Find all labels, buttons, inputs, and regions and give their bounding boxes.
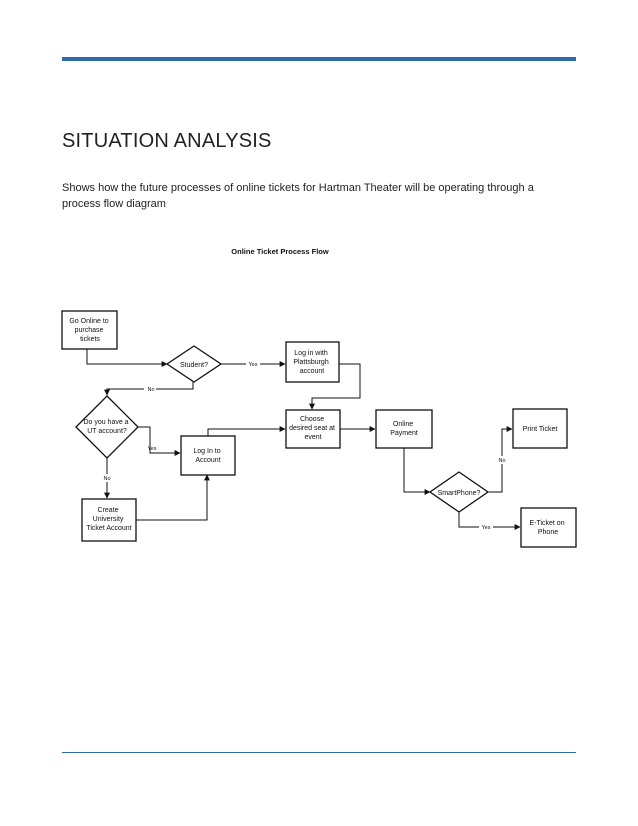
- node-text-line: Go Online to: [69, 318, 108, 325]
- node-text-line: Online: [393, 421, 413, 428]
- node-text-line: Phone: [538, 529, 558, 536]
- node-text-line: SmartPhone?: [438, 490, 481, 497]
- svg-text:Log In to Account: Log In to Account: [193, 448, 222, 464]
- svg-text:Do you have a UT account: Do you have a UT account?: [83, 419, 130, 435]
- node-create-account: Create University Ticket Account: [81, 498, 137, 542]
- node-online-payment: Online Payment: [375, 409, 433, 449]
- node-text-line: Plattsburgh: [293, 359, 329, 366]
- node-print-ticket: Print Ticket: [512, 408, 568, 449]
- node-text-line: E-Ticket on: [529, 520, 564, 527]
- decision-student: Student?: [165, 345, 223, 383]
- edge-login-to-seat: [207, 426, 286, 436]
- page-heading: SITUATION ANALYSIS: [62, 130, 272, 152]
- svg-text:E-Ticket on Phone: E-Ticket on Phone: [529, 520, 566, 536]
- node-text-line: Student?: [180, 362, 208, 369]
- svg-text:Online Payment: Online Payment: [390, 421, 418, 437]
- intro-paragraph: Shows how the future processes of online…: [62, 182, 534, 210]
- node-text-line: Ticket Account: [86, 525, 131, 532]
- node-go-online: Go Online to purchase tickets: [61, 310, 118, 350]
- edge-label-ut-yes: Yes: [148, 446, 157, 452]
- svg-text:Create University: Create University Ticket Account: [86, 507, 131, 532]
- node-text-line: purchase: [75, 327, 104, 334]
- node-text-line: Choose: [300, 416, 324, 423]
- node-text-line: event: [304, 434, 321, 441]
- decision-smartphone: SmartPhone?: [428, 471, 490, 513]
- edge-payment-to-smartphone: [403, 448, 431, 495]
- node-text-line: Create: [98, 507, 119, 514]
- node-text-line: tickets: [80, 336, 100, 343]
- node-text-line: Payment: [390, 430, 418, 437]
- top-divider: [62, 57, 576, 61]
- edge-plattsburgh-to-seat: [309, 363, 361, 410]
- node-text-line: Log in with: [294, 350, 328, 357]
- edge-smartphone-yes: [458, 510, 521, 530]
- connectors: [86, 349, 521, 530]
- node-text-line: Log In to: [193, 448, 220, 455]
- node-text-line: Account: [195, 457, 220, 464]
- edge-labels: Yes No Yes No No Yes: [101, 360, 508, 531]
- edge-label-ut-no: No: [103, 476, 110, 482]
- svg-text:Log in with Plattsburgh: Log in with Plattsburgh account: [293, 350, 330, 375]
- edge-label-smartphone-yes: Yes: [482, 525, 491, 531]
- edge-label-student-no: No: [147, 387, 154, 393]
- svg-text:Choose desired seat at: Choose desired seat at event: [289, 416, 337, 441]
- node-text-line: Print Ticket: [523, 426, 558, 433]
- edge-start-to-student: [86, 349, 168, 367]
- node-text-line: Do you have a: [83, 419, 128, 426]
- svg-text:Go Online to purchase: Go Online to purchase tickets: [69, 318, 110, 343]
- node-log-in-account: Log In to Account: [180, 435, 236, 476]
- bottom-divider: [62, 752, 576, 753]
- node-text-line: University: [93, 516, 124, 523]
- node-eticket: E-Ticket on Phone: [520, 507, 577, 548]
- node-text-line: account: [300, 368, 325, 375]
- edge-label-student-yes: Yes: [249, 362, 258, 368]
- node-login-plattsburgh: Log in with Plattsburgh account: [285, 341, 340, 383]
- node-text-line: UT account?: [87, 428, 127, 435]
- node-choose-seat: Choose desired seat at event: [285, 409, 341, 449]
- edge-label-smartphone-no: No: [498, 458, 505, 464]
- edge-ut-yes: [138, 426, 181, 456]
- decision-ut-account: Do you have a UT account?: [75, 395, 139, 459]
- diagram-title: Online Ticket Process Flow: [231, 247, 329, 256]
- edge-create-to-login: [136, 474, 210, 521]
- node-text-line: desired seat at: [289, 425, 335, 432]
